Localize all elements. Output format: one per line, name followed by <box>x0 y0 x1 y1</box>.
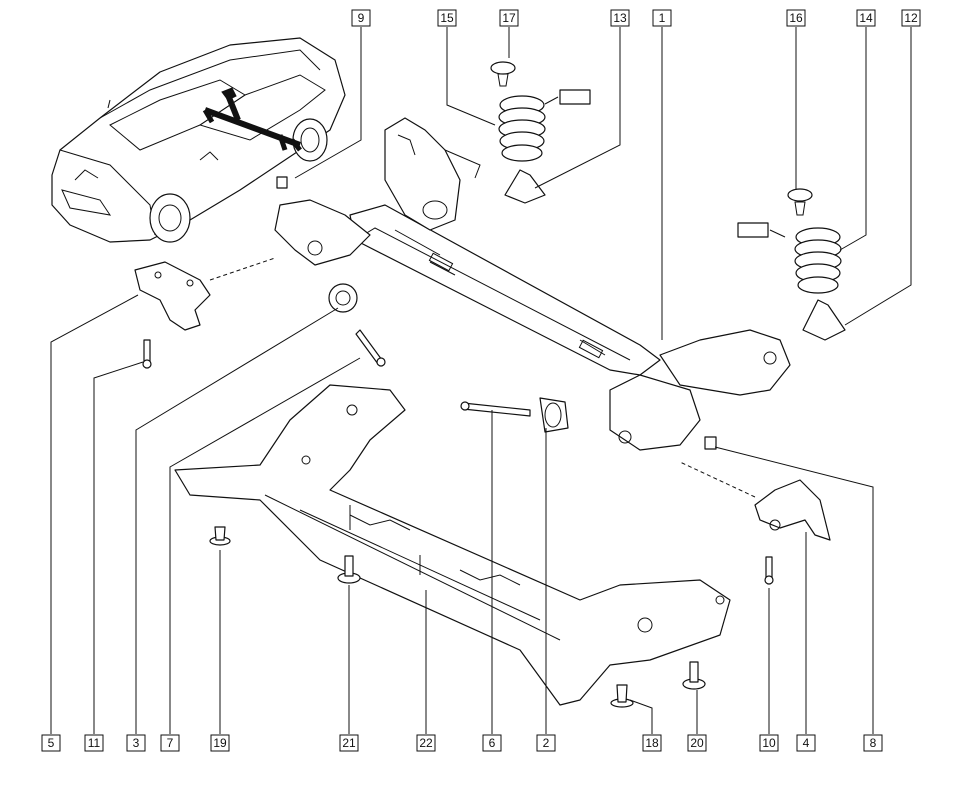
callout-21: 21 <box>339 734 359 752</box>
lower-cross-member <box>174 384 731 706</box>
callout-box <box>482 734 502 752</box>
callout-box <box>856 9 876 27</box>
callout-10: 10 <box>759 734 779 752</box>
callout-box <box>642 734 662 752</box>
callout-box <box>416 734 436 752</box>
callout-box <box>210 734 230 752</box>
callout-number: 1 <box>659 11 666 25</box>
callout-number: 5 <box>48 736 55 750</box>
callout-box <box>796 734 816 752</box>
callout-number: 15 <box>440 11 454 25</box>
callout-5: 5 <box>41 734 61 752</box>
bushings <box>276 176 717 450</box>
callout-number: 21 <box>342 736 356 750</box>
callout-number: 4 <box>803 736 810 750</box>
callout-box <box>84 734 104 752</box>
callout-number: 2 <box>543 736 550 750</box>
callout-2: 2 <box>536 734 556 752</box>
callout-1: 1 <box>652 9 672 27</box>
callout-number: 3 <box>133 736 140 750</box>
callout-8: 8 <box>863 734 883 752</box>
callout-7: 7 <box>160 734 180 752</box>
callout-number: 20 <box>690 736 704 750</box>
callout-box <box>41 734 61 752</box>
callout-number: 18 <box>645 736 659 750</box>
callout-6: 6 <box>482 734 502 752</box>
vehicle-location-illustration <box>51 37 346 243</box>
callout-12: 12 <box>901 9 921 27</box>
callout-number: 12 <box>904 11 918 25</box>
left-mounting-bracket <box>134 257 276 331</box>
callout-17: 17 <box>499 9 519 27</box>
right-spring-assembly <box>737 188 846 341</box>
callout-box <box>652 9 672 27</box>
callout-number: 11 <box>88 736 101 750</box>
callout-11: 11 <box>84 734 104 752</box>
callout-number: 14 <box>859 11 873 25</box>
rear-axle-beam <box>274 117 791 451</box>
callout-9: 9 <box>351 9 371 27</box>
callout-box <box>687 734 707 752</box>
callout-box <box>759 734 779 752</box>
callout-number: 10 <box>762 736 776 750</box>
right-mounting-bracket <box>679 461 831 541</box>
callout-20: 20 <box>687 734 707 752</box>
callout-4: 4 <box>796 734 816 752</box>
callout-box <box>126 734 146 752</box>
callout-16: 16 <box>786 9 806 27</box>
left-spring-assembly <box>490 61 591 204</box>
callout-box <box>339 734 359 752</box>
callout-box <box>901 9 921 27</box>
callout-box <box>786 9 806 27</box>
callout-box <box>536 734 556 752</box>
callout-number: 17 <box>502 11 516 25</box>
callout-number: 8 <box>870 736 877 750</box>
callout-15: 15 <box>437 9 457 27</box>
callout-box <box>610 9 630 27</box>
callout-box <box>437 9 457 27</box>
callout-19: 19 <box>210 734 230 752</box>
callout-22: 22 <box>416 734 436 752</box>
callout-number: 7 <box>167 736 174 750</box>
callout-number: 22 <box>419 736 433 750</box>
callout-box <box>499 9 519 27</box>
fasteners-lower <box>209 526 706 708</box>
callout-box <box>351 9 371 27</box>
callout-14: 14 <box>856 9 876 27</box>
callout-number: 9 <box>358 11 365 25</box>
callout-number: 6 <box>489 736 496 750</box>
callout-box <box>160 734 180 752</box>
callout-box <box>863 734 883 752</box>
callout-3: 3 <box>126 734 146 752</box>
callout-18: 18 <box>642 734 662 752</box>
callout-number: 19 <box>213 736 227 750</box>
bolts <box>142 329 774 585</box>
leader-lines <box>50 27 912 734</box>
callout-number: 13 <box>613 11 627 25</box>
callout-13: 13 <box>610 9 630 27</box>
callout-number: 16 <box>789 11 803 25</box>
